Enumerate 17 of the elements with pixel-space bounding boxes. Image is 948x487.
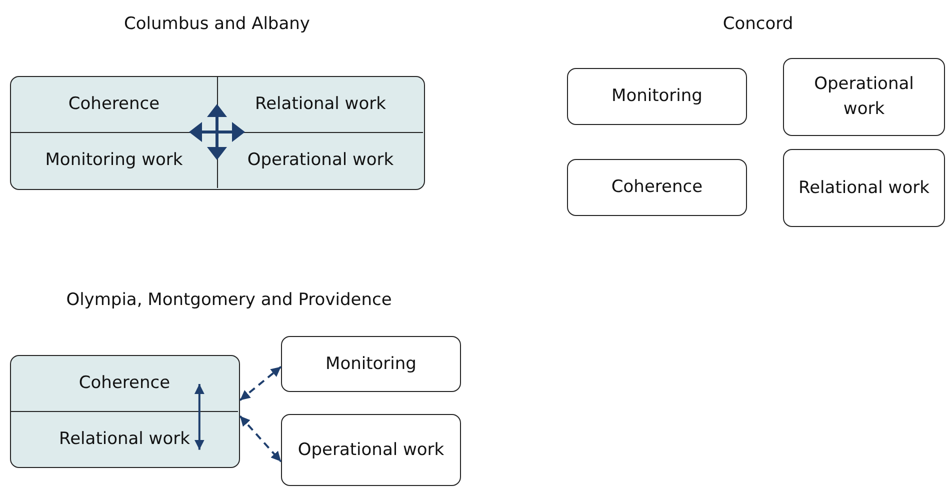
panel-box <box>10 355 240 468</box>
double-arrow <box>194 384 204 450</box>
process-box: Relational work <box>783 149 945 227</box>
panel-heading: Olympia, Montgomery and Providence <box>66 290 392 310</box>
quadrant-cell: Operational work <box>218 133 423 188</box>
dashed-arrow <box>239 366 282 401</box>
process-box: Monitoring <box>281 336 461 392</box>
process-box: Monitoring <box>567 68 747 125</box>
quadrant-cell: Coherence <box>11 356 238 412</box>
process-box: Operational work <box>783 58 945 136</box>
dashed-arrow <box>239 415 282 462</box>
process-box: Coherence <box>567 159 747 216</box>
panel-heading: Concord <box>722 14 794 34</box>
panel-heading: Columbus and Albany <box>124 14 310 34</box>
process-box: Operational work <box>281 414 461 486</box>
panel-box <box>10 76 425 190</box>
quadrant-cell: Relational work <box>11 412 238 466</box>
